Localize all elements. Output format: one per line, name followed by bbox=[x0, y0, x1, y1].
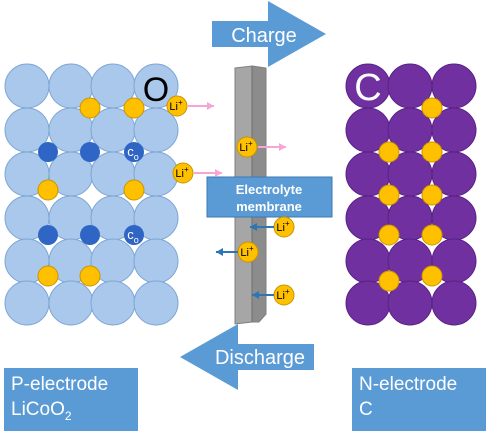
lithium-ion-circle bbox=[172, 162, 194, 184]
arrow-head bbox=[279, 143, 286, 151]
lithium-atom bbox=[421, 224, 443, 246]
lithium-atom bbox=[378, 224, 400, 246]
lithium-atom bbox=[37, 265, 59, 287]
lithium-ion: Li+ bbox=[172, 162, 194, 184]
arrow-head bbox=[252, 291, 259, 299]
lithium-ion: Li+ bbox=[273, 284, 295, 306]
discharge-arrow: Discharge bbox=[180, 324, 314, 390]
membrane-label-box: Electrolyte membrane bbox=[206, 176, 333, 218]
lithium-ion-circle bbox=[236, 136, 258, 158]
negative-electrode-lattice: C bbox=[345, 63, 477, 326]
cobalt-atom bbox=[124, 225, 144, 245]
lithium-atom bbox=[421, 184, 443, 206]
n-electrode-label: N-electrode C bbox=[352, 368, 486, 431]
cobalt-atom bbox=[38, 142, 58, 162]
ion-direction-arrow bbox=[194, 169, 222, 177]
oxygen-atom bbox=[133, 238, 179, 284]
p-electrode-formula-subscript: 2 bbox=[64, 408, 72, 423]
lithium-ion-circle bbox=[166, 95, 188, 117]
ion-direction-arrow bbox=[188, 102, 214, 110]
lithium-ion-charge: + bbox=[184, 165, 189, 174]
oxygen-atom bbox=[133, 280, 179, 326]
arrow-head bbox=[215, 169, 222, 177]
n-electrode-material: C bbox=[359, 399, 373, 420]
arrow-head bbox=[216, 248, 223, 256]
lithium-ion-charge: + bbox=[285, 219, 290, 228]
charge-label: Charge bbox=[231, 25, 297, 47]
lithium-atom bbox=[421, 97, 443, 119]
arrow-head bbox=[207, 102, 214, 110]
oxygen-atom bbox=[4, 280, 50, 326]
ion-direction-arrow bbox=[258, 143, 286, 151]
p-electrode-label: P-electrode LiCoO2 bbox=[4, 368, 138, 431]
lithium-atom bbox=[421, 141, 443, 163]
lithium-ion: Li+ bbox=[166, 95, 188, 117]
carbon-symbol: C bbox=[354, 67, 381, 109]
cobalt-label: co bbox=[127, 144, 139, 162]
membrane-label-line1: Electrolyte bbox=[236, 182, 302, 197]
oxygen-atom bbox=[90, 280, 136, 326]
lithium-ion: Li+ bbox=[273, 216, 295, 238]
p-electrode-formula: LiCoO2 bbox=[11, 397, 131, 429]
cobalt-atom bbox=[80, 225, 100, 245]
lithium-ion: Li+ bbox=[237, 241, 259, 263]
discharge-arrow-shape bbox=[180, 324, 314, 390]
positive-electrode-lattice: Oco co bbox=[4, 63, 179, 326]
lithium-atom bbox=[421, 265, 443, 287]
oxygen-atom bbox=[4, 63, 50, 109]
membrane-label-line2: membrane bbox=[236, 199, 302, 214]
cobalt-atom bbox=[124, 142, 144, 162]
lithium-atom bbox=[37, 179, 59, 201]
cobalt-label-subscript: o bbox=[134, 152, 139, 162]
lithium-atom bbox=[123, 179, 145, 201]
charge-arrow: Charge bbox=[212, 1, 326, 67]
carbon-atom bbox=[431, 280, 477, 326]
ion-direction-arrow bbox=[216, 248, 238, 256]
cobalt-atom bbox=[80, 142, 100, 162]
cobalt-label-subscript: o bbox=[134, 235, 139, 245]
lithium-ion-charge: + bbox=[285, 287, 290, 296]
lithium-atom bbox=[123, 97, 145, 119]
cobalt-label: co bbox=[127, 227, 139, 245]
charge-arrow-shape bbox=[212, 1, 326, 67]
membrane-label-background bbox=[206, 176, 333, 218]
ion-direction-arrow bbox=[252, 291, 274, 299]
lithium-atom bbox=[79, 97, 101, 119]
oxygen-atom bbox=[48, 280, 94, 326]
lithium-atom bbox=[378, 270, 400, 292]
ion-direction-arrow bbox=[250, 223, 274, 231]
lithium-atom bbox=[378, 141, 400, 163]
p-electrode-title: P-electrode bbox=[11, 374, 109, 395]
discharge-label: Discharge bbox=[215, 347, 305, 369]
arrow-head bbox=[250, 223, 257, 231]
lithium-ions-in-transit: Li+ Li+ Li+ Li+ Li+ Li+ bbox=[166, 95, 295, 306]
lithium-ion-charge: + bbox=[178, 98, 183, 107]
lithium-ion: Li+ bbox=[236, 136, 258, 158]
lithium-atom bbox=[79, 265, 101, 287]
p-electrode-formula-main: LiCoO bbox=[11, 399, 65, 420]
oxygen-symbol: O bbox=[143, 71, 169, 109]
n-electrode-title: N-electrode bbox=[359, 374, 458, 395]
lithium-ion-charge: + bbox=[249, 244, 254, 253]
cobalt-atom bbox=[38, 225, 58, 245]
lithium-atom bbox=[378, 184, 400, 206]
lithium-ion-charge: + bbox=[248, 139, 253, 148]
